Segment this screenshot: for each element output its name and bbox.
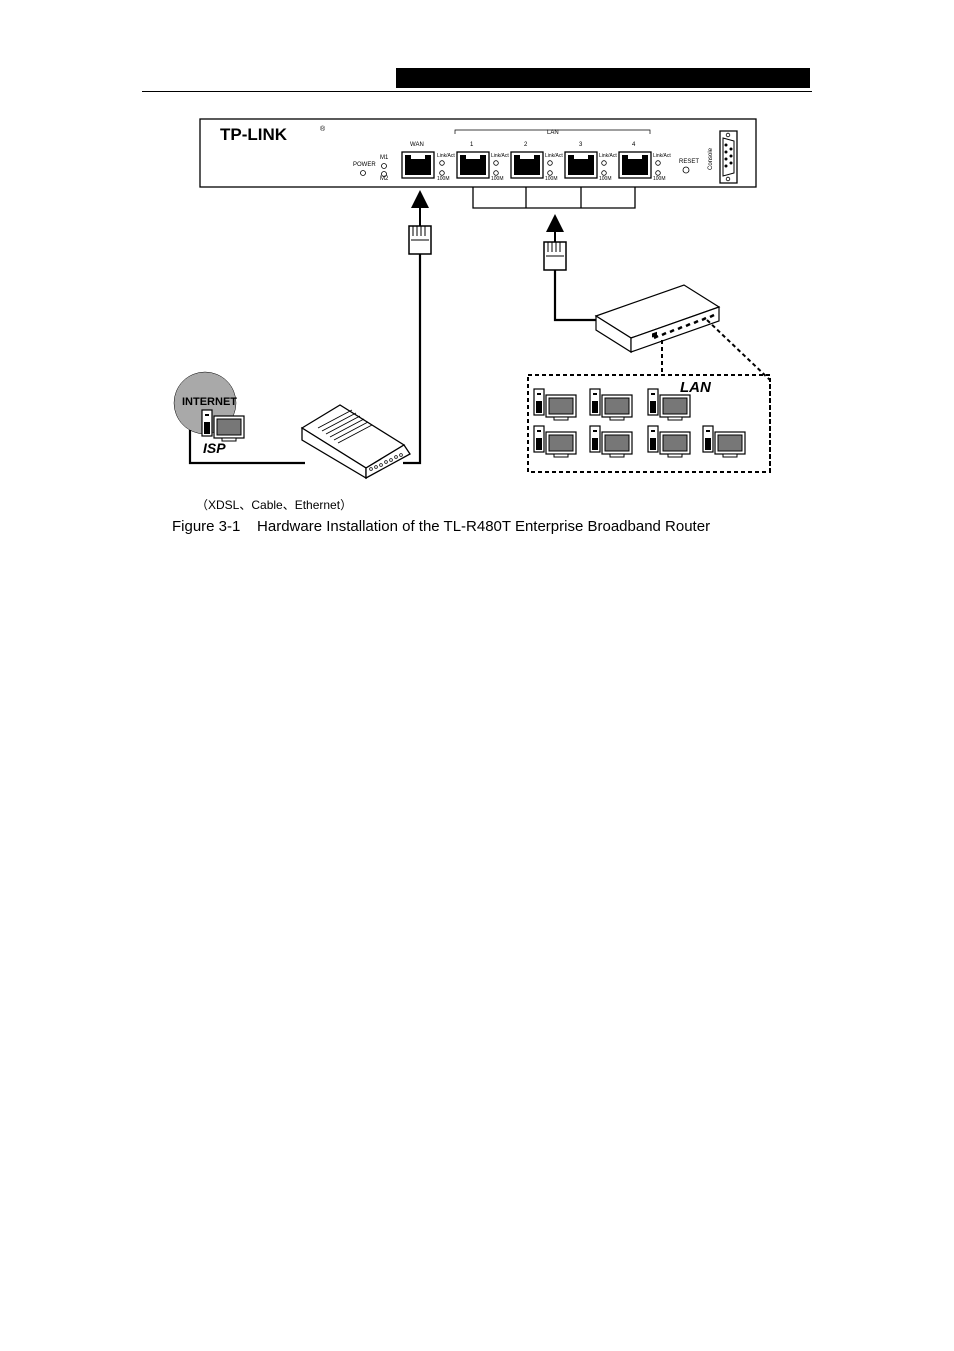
console-label: Console bbox=[708, 147, 714, 170]
power-led bbox=[360, 170, 366, 176]
lan-pc-4 bbox=[533, 425, 577, 458]
wan-speed-label: 100M bbox=[437, 176, 450, 182]
lan-port-1-number: 1 bbox=[470, 142, 474, 148]
lan-port-3-link-act: Link/Act bbox=[599, 153, 617, 159]
router-brand: TP-LINK bbox=[220, 125, 288, 144]
lan-port-2-link-act: Link/Act bbox=[545, 153, 563, 159]
figure-caption: Figure 3-1 Hardware Installation of the … bbox=[172, 518, 711, 535]
lan-cable-arrow bbox=[543, 214, 598, 322]
header-rule bbox=[142, 91, 812, 92]
lan-area-label: LAN bbox=[680, 379, 712, 396]
router-front-panel: TP-LINK ® POWER M1 M2 WAN Link/Act 100M … bbox=[199, 118, 757, 188]
lan-port-1: 1 Link/Act 100M bbox=[456, 142, 509, 182]
internet-isp-node: INTERNET ISP bbox=[173, 371, 305, 465]
internet-label: INTERNET bbox=[182, 396, 237, 408]
wan-cable-arrow bbox=[403, 190, 432, 465]
lan-port-bus bbox=[472, 187, 636, 209]
header-bar bbox=[396, 68, 810, 88]
wan-port bbox=[401, 151, 435, 179]
lan-port-2-number: 2 bbox=[524, 142, 528, 148]
modem-device bbox=[300, 404, 411, 480]
switch-device bbox=[594, 284, 721, 354]
wan-link-led bbox=[439, 160, 445, 166]
lan-port-2: 2 Link/Act 100M bbox=[510, 142, 563, 182]
lan-computer-group: LAN bbox=[527, 374, 771, 473]
lan-port-4-link-act: Link/Act bbox=[653, 153, 671, 159]
router-registered-mark: ® bbox=[320, 125, 326, 133]
lan-group-label: LAN bbox=[547, 130, 559, 136]
lan-port-4-number: 4 bbox=[632, 142, 636, 148]
lan-port-3-number: 3 bbox=[579, 142, 583, 148]
lan-pc-2 bbox=[589, 388, 633, 421]
reset-button bbox=[682, 166, 690, 174]
lan-port-1-speed: 100M bbox=[491, 176, 504, 182]
wan-speed-led bbox=[439, 170, 445, 176]
power-label: POWER bbox=[353, 162, 376, 168]
m1-led bbox=[381, 163, 387, 169]
lan-port-1-link-act: Link/Act bbox=[491, 153, 509, 159]
lan-port-3-speed: 100M bbox=[599, 176, 612, 182]
m1-label: M1 bbox=[380, 155, 389, 161]
lan-pc-6 bbox=[647, 425, 691, 458]
wan-link-act-label: Link/Act bbox=[437, 153, 455, 159]
reset-label: RESET bbox=[679, 159, 699, 165]
lan-pc-5 bbox=[589, 425, 633, 458]
lan-pc-1 bbox=[533, 388, 577, 421]
lan-port-4-speed: 100M bbox=[653, 176, 666, 182]
lan-pc-7 bbox=[702, 425, 746, 458]
wan-label: WAN bbox=[410, 142, 424, 148]
connection-types-label: （XDSL、Cable、Ethernet） bbox=[196, 498, 353, 512]
lan-port-2-speed: 100M bbox=[545, 176, 558, 182]
console-port bbox=[719, 130, 738, 184]
lan-port-3: 3 Link/Act 100M bbox=[564, 142, 617, 182]
lan-port-4: 4 Link/Act 100M bbox=[618, 142, 671, 182]
m2-led bbox=[381, 171, 387, 177]
isp-label: ISP bbox=[203, 440, 226, 456]
m2-label: M2 bbox=[380, 176, 389, 182]
